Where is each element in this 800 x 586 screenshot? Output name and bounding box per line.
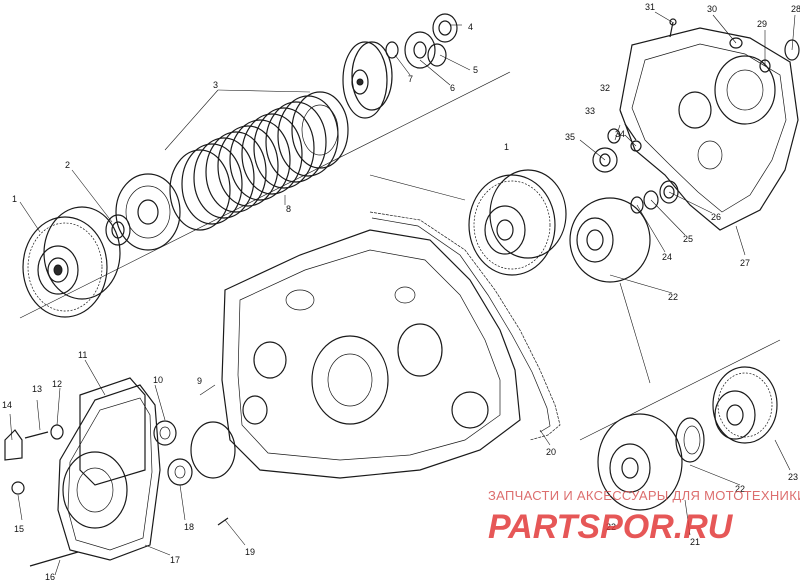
gear-assembly-23 (712, 366, 778, 444)
callout-33: 33 (585, 106, 595, 116)
callout-17: 17 (170, 555, 180, 565)
callout-4: 4 (468, 22, 473, 32)
callout-19: 19 (245, 547, 255, 557)
small-parts-4-7 (385, 13, 458, 69)
clutch-hub (342, 41, 393, 119)
callout-29: 29 (757, 19, 767, 29)
leader-lines (9, 11, 796, 576)
callout-5: 5 (473, 65, 478, 75)
pressure-plate (115, 173, 181, 251)
callout-1-left: 1 (12, 194, 17, 204)
watermark: ЗАПЧАСТИ И АКСЕССУАРЫ ДЛЯ МОТОТЕХНИКИ PA… (488, 488, 800, 546)
clutch-plates-stack (169, 91, 349, 231)
callout-10: 10 (153, 375, 163, 385)
cover-27 (619, 27, 799, 231)
callout-18: 18 (184, 522, 194, 532)
callout-24: 24 (662, 252, 672, 262)
gasket-20 (369, 211, 561, 441)
callout-11: 11 (78, 350, 87, 360)
callout-6: 6 (450, 83, 455, 93)
callout-27: 27 (740, 258, 750, 268)
callout-22-center: 22 (668, 292, 678, 302)
callout-31: 31 (645, 2, 655, 12)
callout-16: 16 (45, 572, 55, 581)
callout-30: 30 (707, 4, 717, 14)
callout-9: 9 (197, 376, 202, 386)
drum-22-center (569, 197, 651, 283)
callout-15: 15 (14, 524, 24, 534)
callout-35: 35 (565, 132, 575, 142)
callout-3: 3 (213, 80, 218, 90)
callout-34: 34 (615, 129, 625, 139)
callout-14: 14 (2, 400, 12, 410)
callout-1-center: 1 (504, 142, 509, 152)
gear-1-left (22, 206, 121, 318)
crankcase (221, 229, 521, 479)
gear-1-center (468, 169, 567, 276)
callout-25: 25 (683, 234, 693, 244)
watermark-logo: PARTSPOR.RU (488, 508, 734, 546)
section-dividers (19, 71, 781, 441)
callout-26: 26 (711, 212, 721, 222)
callout-12: 12 (52, 379, 62, 389)
drum-22-lower (597, 413, 683, 511)
callout-23: 23 (788, 472, 798, 482)
callout-20: 20 (546, 447, 556, 457)
washer-2 (105, 214, 131, 246)
small-parts-9-19 (153, 420, 236, 526)
callout-13: 13 (32, 384, 42, 394)
callout-22-lower-left: 22 (606, 522, 616, 532)
callout-21: 21 (690, 537, 700, 547)
callout-28: 28 (791, 4, 800, 14)
small-parts-28-31 (669, 18, 800, 73)
stator-cover-17 (57, 377, 161, 561)
watermark-caption: ЗАПЧАСТИ И АКСЕССУАРЫ ДЛЯ МОТОТЕХНИКИ (488, 488, 800, 503)
callout-2: 2 (65, 160, 70, 170)
callout-8: 8 (286, 204, 291, 214)
small-parts-24-26 (630, 180, 679, 214)
callout-32: 32 (600, 83, 610, 93)
callout-7: 7 (408, 74, 413, 84)
bearing-ring (675, 417, 705, 463)
callout-22-lower-right: 22 (735, 484, 745, 494)
small-parts-12-16 (4, 424, 79, 567)
